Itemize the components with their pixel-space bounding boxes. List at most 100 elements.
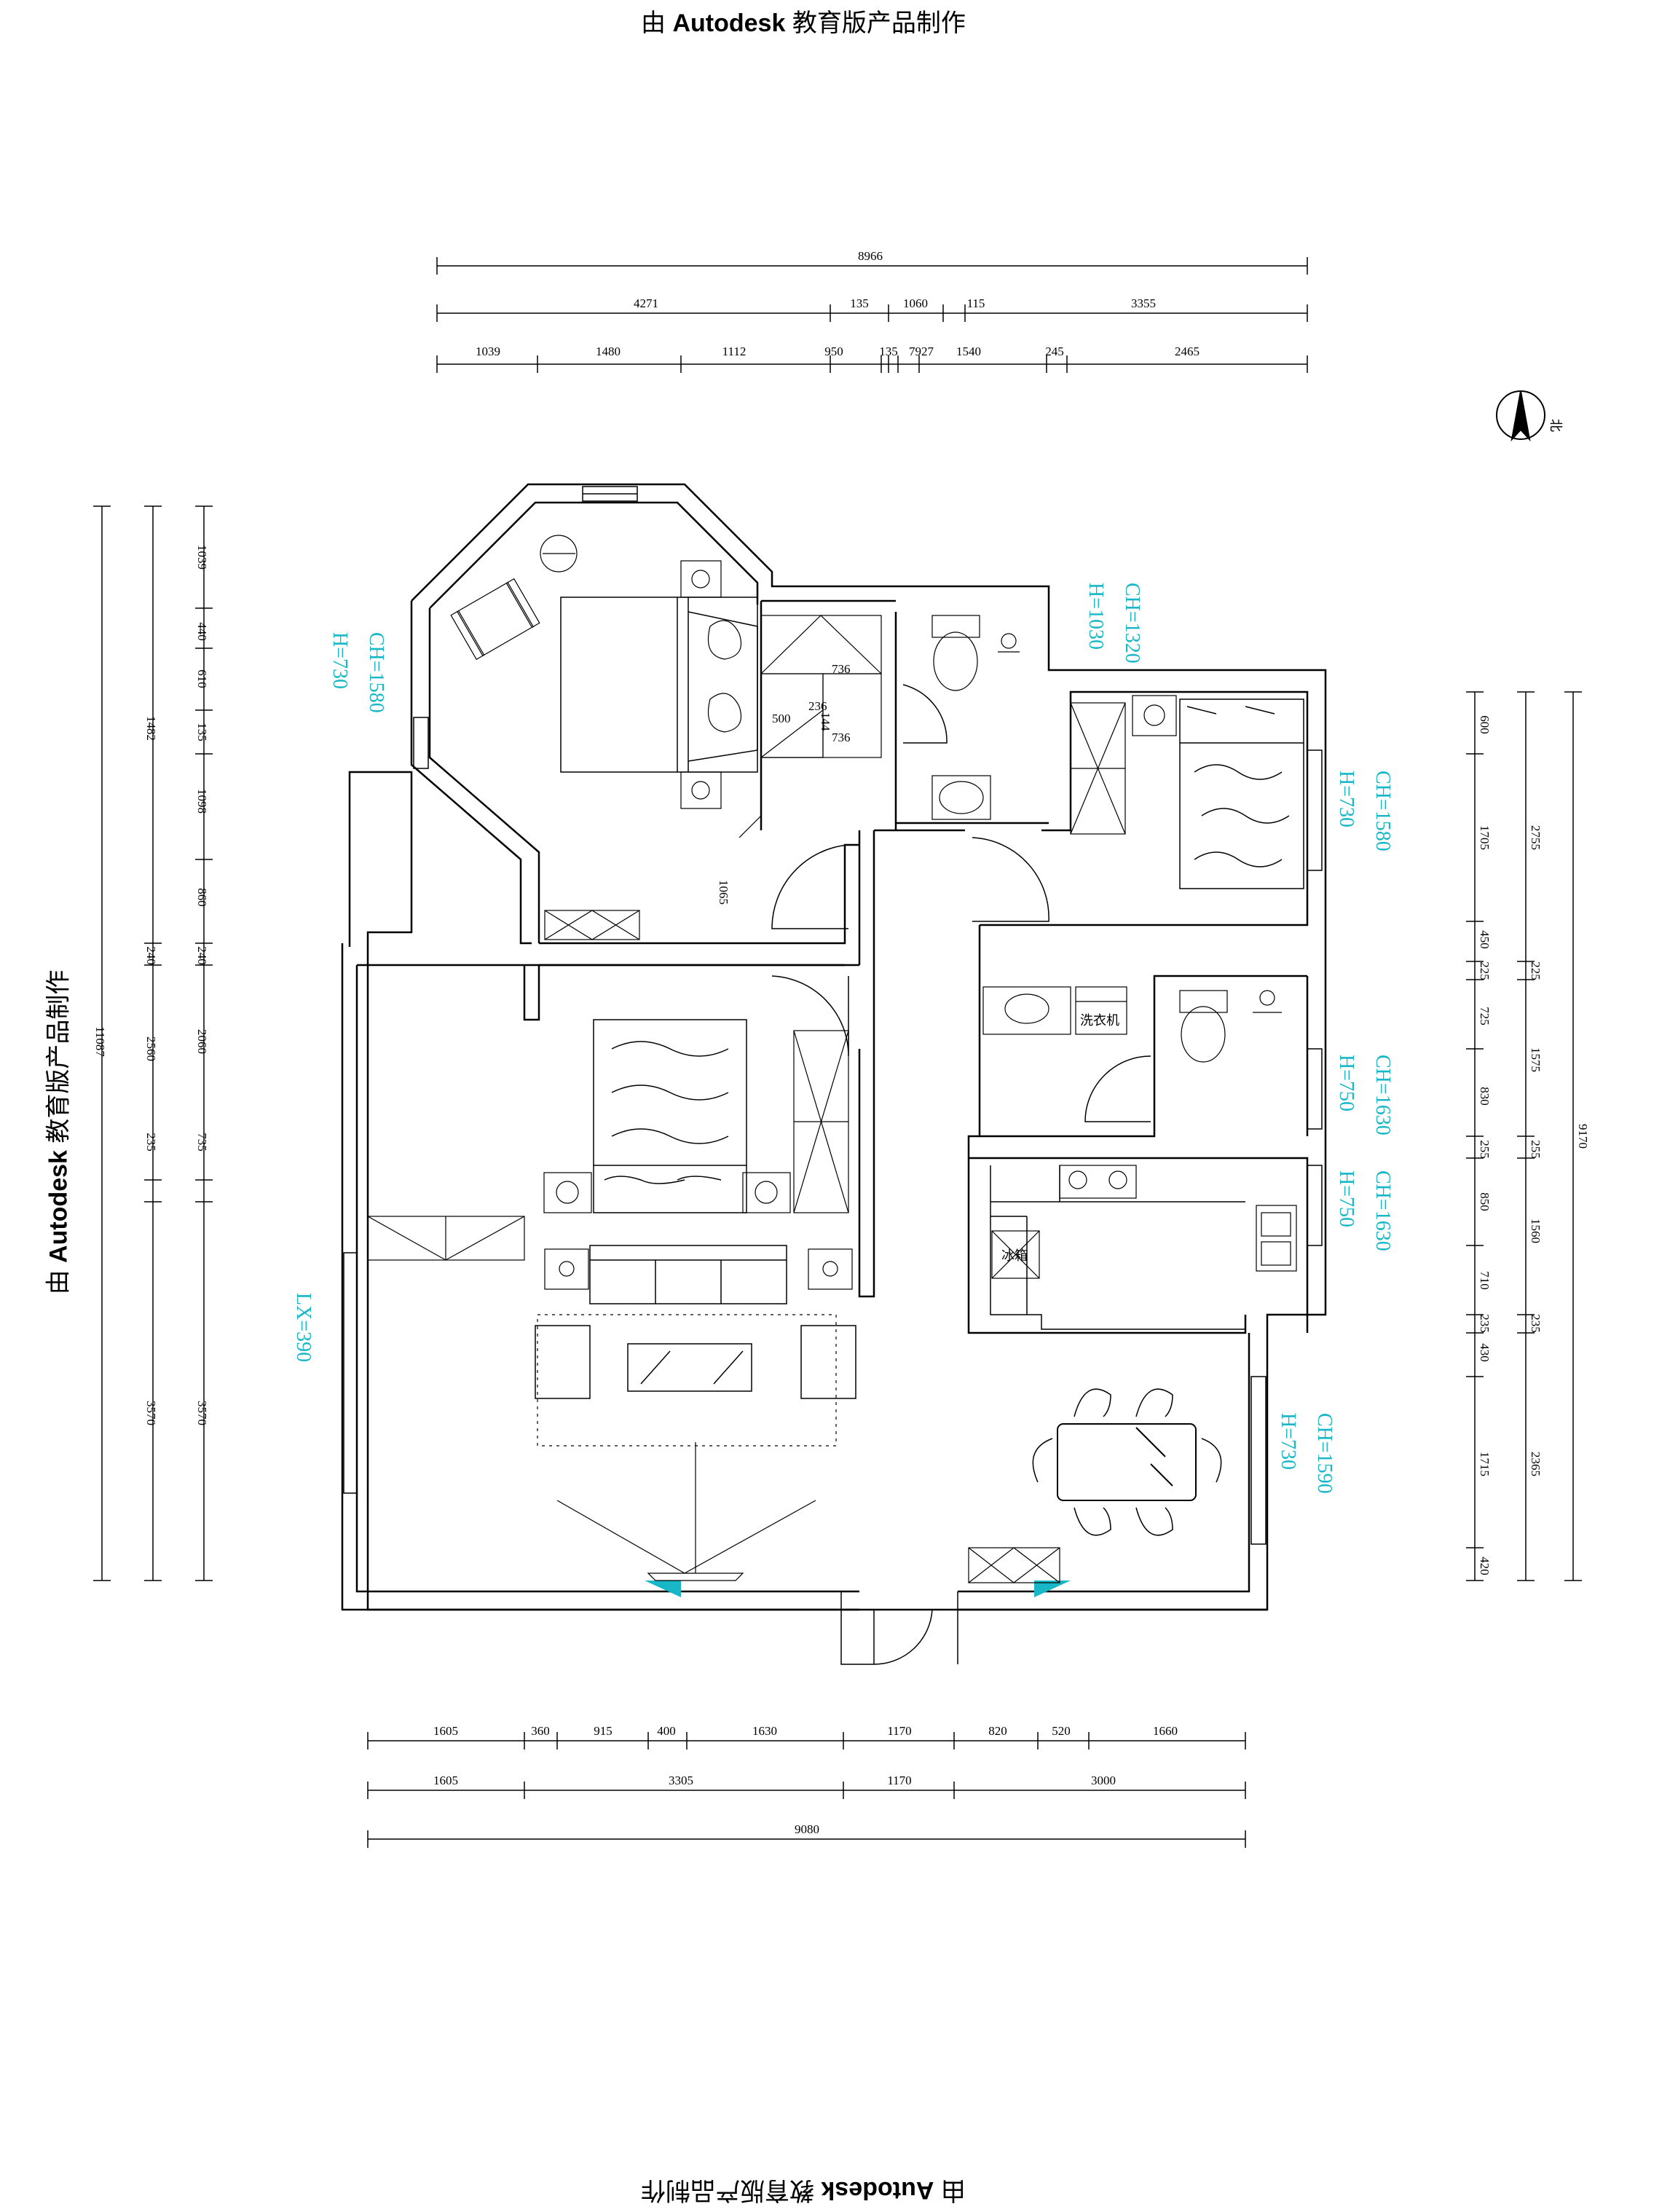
- dim-top-r2: 4271: [634, 296, 658, 310]
- annotation-master-ch: CH=1580: [365, 632, 387, 713]
- dim-bottom-r1: 915: [594, 1724, 612, 1738]
- dim-left-inner: 2060: [195, 1029, 209, 1054]
- dim-top-r2: 1060: [903, 296, 928, 310]
- tv-view-lines: [556, 1442, 816, 1581]
- end-table-icon: [544, 1248, 853, 1290]
- annotation-dining-ch: CH=1590: [1313, 1413, 1336, 1494]
- bed-right: [1179, 698, 1304, 889]
- armchair-icon: [535, 1325, 856, 1399]
- fridge-icon: [991, 1230, 1040, 1279]
- dim-left-mid: 240: [144, 946, 158, 965]
- fridge-label: 冰箱: [1001, 1248, 1028, 1263]
- dim-right-mid: 2755: [1529, 825, 1543, 850]
- dim-bottom-r2: 1170: [887, 1774, 911, 1787]
- dim-left-inner: 1039: [195, 545, 209, 570]
- window-markers: [645, 1581, 1071, 1597]
- dim-top-r3: 1039: [476, 345, 500, 358]
- bed-second: [593, 1019, 747, 1213]
- dim-ticks: [93, 257, 1582, 1848]
- stove-icon: [1059, 1165, 1137, 1199]
- dim-bottom-r1: 820: [988, 1724, 1007, 1738]
- dim-top-r3: 2465: [1175, 345, 1200, 358]
- dim-text-right: 9170 2755 225 1575 255 1560 235 2365 600…: [1478, 715, 1590, 1575]
- dim-bottom-r1: 1660: [1153, 1724, 1178, 1738]
- annotation-bath2-ch: CH=1630: [1371, 1055, 1394, 1135]
- dim-right-inner: 1705: [1478, 825, 1492, 850]
- dim-left-mid: 2560: [144, 1036, 158, 1061]
- dim-interior: 500: [772, 712, 791, 725]
- annotation-kitchen-h: H=750: [1335, 1170, 1358, 1227]
- doors: [771, 684, 1151, 1665]
- kitchen-counter: [990, 1165, 1245, 1330]
- dim-right-inner: 600: [1478, 715, 1492, 734]
- dim-right-inner: 235: [1478, 1314, 1492, 1333]
- washer-icon: [1075, 986, 1127, 1035]
- dim-top-r3: 1112: [722, 345, 747, 358]
- dim-right-inner: 225: [1478, 961, 1492, 980]
- dim-lines: [101, 265, 1574, 1840]
- sofa-icon: [589, 1245, 787, 1304]
- dim-left-inner: 610: [195, 669, 209, 688]
- dim-bottom-r1: 1605: [433, 1724, 458, 1738]
- dim-bottom-total: 9080: [795, 1822, 819, 1836]
- watermark-brand: Autodesk: [672, 9, 786, 37]
- nightstand-icon: [1132, 695, 1177, 736]
- north-arrow-icon: 北: [1496, 390, 1563, 442]
- dim-top-r3: 950: [824, 345, 843, 358]
- dim-right-inner: 255: [1478, 1140, 1492, 1159]
- dim-left-inner: 860: [195, 888, 209, 907]
- dim-interior: 736: [832, 731, 851, 744]
- dining-chair-icon: [1032, 1388, 1222, 1536]
- dim-bottom-r1: 360: [531, 1724, 550, 1738]
- tv-cabinet-icon: [968, 1547, 1060, 1583]
- annotation-bedroom-h: H=730: [1335, 771, 1358, 827]
- dim-interior: 1065: [717, 880, 730, 905]
- dim-left-inner: 1098: [195, 789, 209, 814]
- dim-text-left: 11087 1482 240 2560 235 3570 1039 440 61…: [93, 545, 209, 1425]
- dim-bottom-r1: 1170: [887, 1724, 911, 1738]
- dim-left-inner: 440: [195, 622, 209, 641]
- washbasin-icon: [931, 775, 991, 820]
- laundry-counter: [982, 986, 1071, 1035]
- interior-dims: 736 736 236 500 144 1065: [717, 662, 851, 905]
- dim-right-inner: 450: [1478, 930, 1492, 949]
- nightstand-icon: [680, 560, 722, 809]
- dim-top-r2: 115: [967, 296, 985, 310]
- armchair-icon: [450, 578, 540, 661]
- dim-right-inner: 725: [1478, 1007, 1492, 1026]
- dim-top-r3: 1540: [956, 345, 981, 358]
- dim-right-inner: 430: [1478, 1343, 1492, 1362]
- annotation-bath-ch: CH=1320: [1121, 583, 1143, 664]
- dim-right-total: 9170: [1576, 1124, 1590, 1149]
- annotation-bath-h: H=1030: [1084, 583, 1107, 650]
- toilet-icon: [931, 615, 980, 691]
- dim-left-mid: 3570: [144, 1401, 158, 1425]
- bay-window-cabinet: [544, 910, 640, 940]
- height-annotations: CH=1580 H=730 CH=1320 H=1030 CH=1580 H=7…: [292, 583, 1394, 1494]
- sink-icon: [1256, 1205, 1297, 1272]
- dim-text-top: 8966 4271 135 1060 115 3355 1039 1480 11…: [476, 249, 1200, 358]
- dim-top-r3: 135: [879, 345, 898, 358]
- windows: [343, 486, 1323, 1545]
- nightstand-icon: [543, 1172, 791, 1213]
- wardrobe-master: [738, 615, 882, 838]
- dim-top-r2: 135: [850, 296, 869, 310]
- dim-bottom-r1: 520: [1052, 1724, 1071, 1738]
- annotation-kitchen-ch: CH=1630: [1371, 1170, 1394, 1251]
- annotation-master-h: H=730: [328, 632, 351, 689]
- dim-bottom-r1: 1630: [752, 1724, 777, 1738]
- dim-top-r3: 7927: [909, 345, 934, 358]
- dim-left-inner: 735: [195, 1133, 209, 1152]
- coffee-table-icon: [627, 1343, 752, 1392]
- walls: [341, 483, 1327, 1611]
- dim-right-mid: 2365: [1529, 1452, 1543, 1476]
- dim-top-r3: 245: [1045, 345, 1064, 358]
- dim-left-inner: 240: [195, 946, 209, 965]
- dim-left-mid: 1482: [144, 716, 158, 741]
- dim-text-bottom: 1605 360 915 400 1630 1170 820 520 1660 …: [433, 1724, 1178, 1836]
- annotation-bedroom-ch: CH=1580: [1371, 771, 1394, 851]
- desk-second: [367, 1216, 525, 1261]
- north-label: 北: [1548, 419, 1563, 432]
- dim-right-mid: 1575: [1529, 1047, 1543, 1072]
